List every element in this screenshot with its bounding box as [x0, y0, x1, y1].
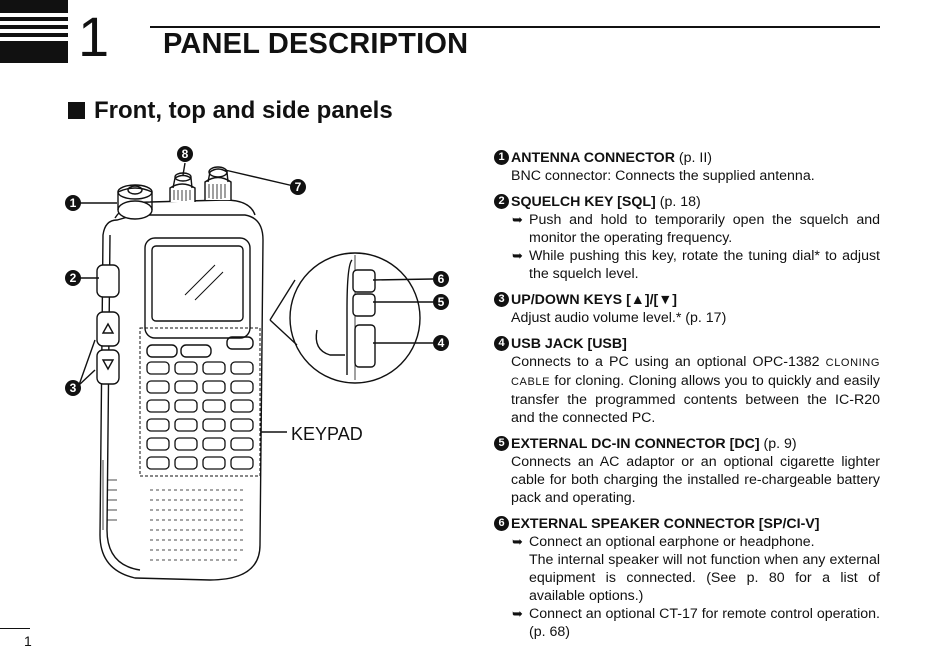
keypad-key [174, 361, 198, 375]
chapter-title: PANEL DESCRIPTION [163, 28, 469, 60]
item-text: Connects an AC adaptor or an optional ci… [511, 454, 880, 506]
item-page: (p. 18) [655, 194, 701, 210]
page-number: 1 [24, 633, 32, 649]
svg-text:4: 4 [438, 336, 445, 350]
section-title: Front, top and side panels [94, 97, 393, 124]
keypad-key [202, 380, 226, 394]
callout-5: 5 [433, 294, 449, 310]
item-title: UP/DOWN KEYS [▲]/[▼] [511, 292, 678, 308]
svg-text:2: 2 [70, 271, 77, 285]
callout-7: 7 [290, 179, 306, 195]
item-title: ANTENNA CONNECTOR [511, 150, 675, 166]
keypad-key [230, 456, 254, 470]
keypad-key [202, 437, 226, 451]
keypad-key [174, 456, 198, 470]
callout-1: 1 [65, 195, 81, 211]
keypad-key [146, 437, 170, 451]
arrow-bullet-icon: ➥ [512, 212, 523, 227]
item-text: BNC connector: Connects the supplied ant… [511, 168, 815, 184]
item-number: 5 [494, 436, 509, 451]
chapter-tab-bars [0, 0, 68, 63]
keypad-buttons [146, 361, 254, 470]
bullet-text: While pushing this key, rotate the tunin… [529, 248, 880, 282]
keypad-key [174, 418, 198, 432]
bullet-text: Connect an optional CT-17 for remote con… [529, 606, 880, 622]
callout-4: 4 [433, 335, 449, 351]
arrow-bullet-icon: ➥ [512, 606, 523, 621]
keypad-key [230, 418, 254, 432]
keypad-key [174, 437, 198, 451]
svg-text:1: 1 [70, 196, 77, 210]
bullet-continuation: The internal speaker will not function w… [529, 552, 880, 604]
item-title: EXTERNAL SPEAKER CONNECTOR [SP/CI-V] [511, 516, 820, 532]
keypad-label: KEYPAD [291, 424, 363, 444]
keypad-key [230, 399, 254, 413]
item-title: USB JACK [USB] [511, 336, 627, 352]
keypad-key [146, 418, 170, 432]
keypad-key [202, 456, 226, 470]
svg-text:8: 8 [182, 147, 189, 161]
item-text: Connects to a PC using an optional OPC-1… [511, 354, 880, 426]
bullet-text: Connect an optional earphone or headphon… [529, 534, 815, 550]
callout-3: 3 [65, 380, 81, 396]
item-number: 6 [494, 516, 509, 531]
chapter-number: 1 [78, 5, 110, 68]
radio-illustration: 1 2 3 4 5 6 7 8 KEYPAD [65, 146, 449, 581]
bullet-continuation: (p. 68) [529, 624, 571, 640]
item-title: EXTERNAL DC-IN CONNECTOR [DC] [511, 436, 760, 452]
callout-2: 2 [65, 270, 81, 286]
item-number: 3 [494, 292, 509, 307]
item-text: Adjust audio volume level.* (p. 17) [511, 310, 727, 326]
keypad-key [230, 437, 254, 451]
item-number: 4 [494, 336, 509, 351]
svg-text:7: 7 [295, 180, 302, 194]
svg-text:3: 3 [70, 381, 77, 395]
square-bullet-icon [68, 102, 85, 119]
keypad-key [202, 399, 226, 413]
keypad-key [230, 380, 254, 394]
item-number: 1 [494, 150, 509, 165]
footer-rule [0, 628, 30, 629]
keypad-key [146, 380, 170, 394]
keypad-key [146, 456, 170, 470]
keypad-key [174, 380, 198, 394]
bullet-text: Push and hold to temporarily open the sq… [529, 212, 880, 246]
keypad-key [146, 399, 170, 413]
title-rule [150, 26, 880, 28]
keypad-key [202, 361, 226, 375]
callout-6: 6 [433, 271, 449, 287]
keypad-key [146, 361, 170, 375]
item-title: SQUELCH KEY [SQL] [511, 194, 656, 210]
arrow-bullet-icon: ➥ [512, 534, 523, 549]
section-heading: Front, top and side panels [68, 97, 393, 125]
arrow-bullet-icon: ➥ [512, 248, 523, 263]
keypad-key [202, 418, 226, 432]
callout-8: 8 [177, 146, 193, 162]
keypad-key [174, 399, 198, 413]
item-page: (p. 9) [759, 436, 797, 452]
item-number: 2 [494, 194, 509, 209]
keypad-key [230, 361, 254, 375]
svg-text:6: 6 [438, 272, 445, 286]
svg-text:5: 5 [438, 295, 445, 309]
item-page: (p. II) [674, 150, 713, 166]
